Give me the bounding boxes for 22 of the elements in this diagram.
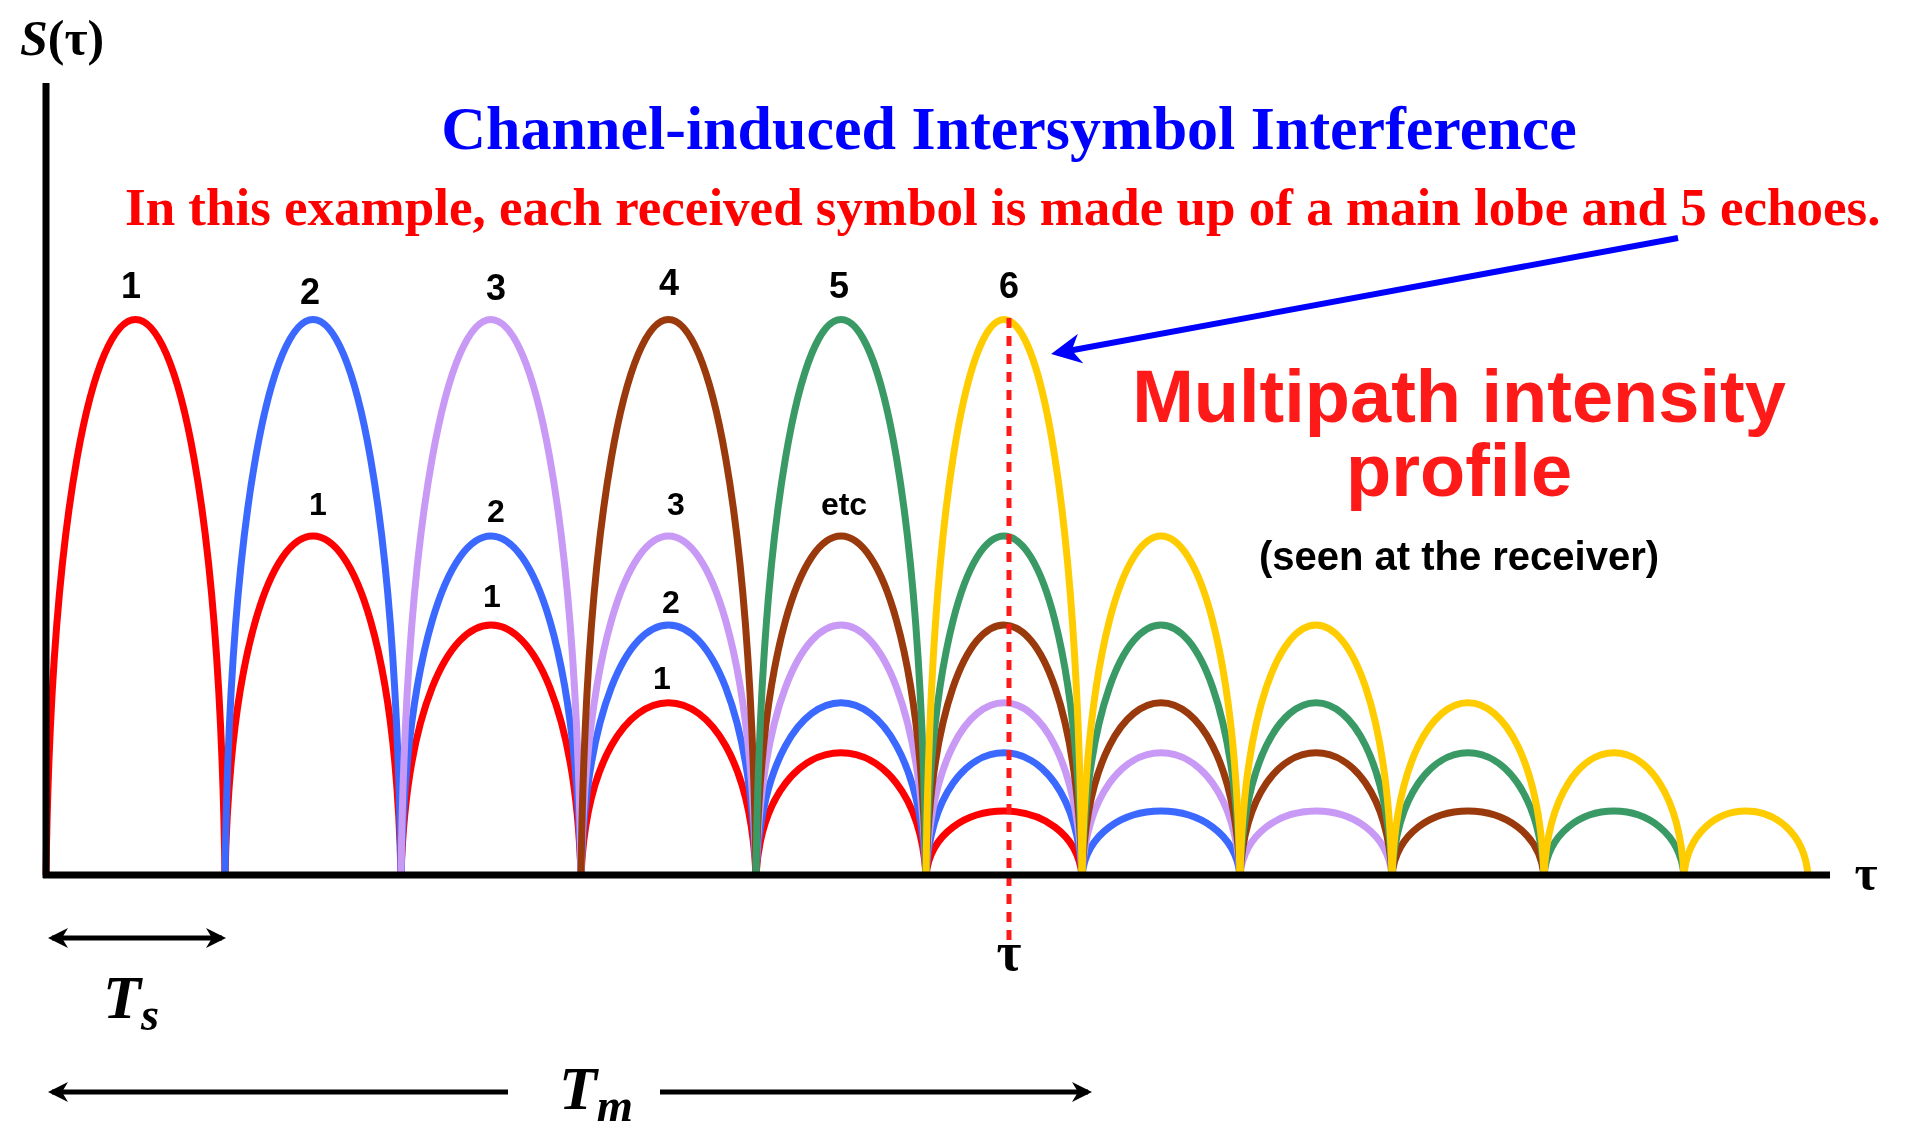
diagram-title: Channel-induced Intersymbol Interference bbox=[441, 93, 1577, 164]
echo-number: 1 bbox=[483, 577, 501, 616]
echo-note: etc bbox=[820, 485, 868, 524]
symbol-number: 1 bbox=[121, 264, 141, 308]
delay-label: τ bbox=[996, 920, 1022, 984]
symbol-duration-label: T$_{s}$ bbox=[103, 961, 159, 1042]
echo-number: 1 bbox=[309, 485, 327, 524]
echo-number: 2 bbox=[487, 492, 505, 531]
arrow bbox=[1051, 235, 1679, 364]
echo-number: 3 bbox=[667, 485, 685, 524]
symbol-number: 3 bbox=[486, 266, 506, 310]
symbol-number: 6 bbox=[999, 264, 1019, 308]
delay-spread-label: T$_{m}$ bbox=[559, 1052, 633, 1133]
note-text: In this example, each received symbol is made up of a main lobe and 5 echoes. bbox=[125, 177, 1881, 238]
axis-label: τ bbox=[1854, 843, 1878, 903]
echo-number: 1 bbox=[653, 659, 671, 698]
symbol-number: 2 bbox=[300, 270, 320, 314]
echo-number: 2 bbox=[662, 583, 680, 622]
symbol-number: 5 bbox=[829, 264, 849, 308]
symbol-number: 4 bbox=[659, 261, 679, 305]
profile-note: (seen at the receiver) bbox=[1258, 533, 1660, 580]
axis-label: S(τ) bbox=[19, 8, 105, 68]
